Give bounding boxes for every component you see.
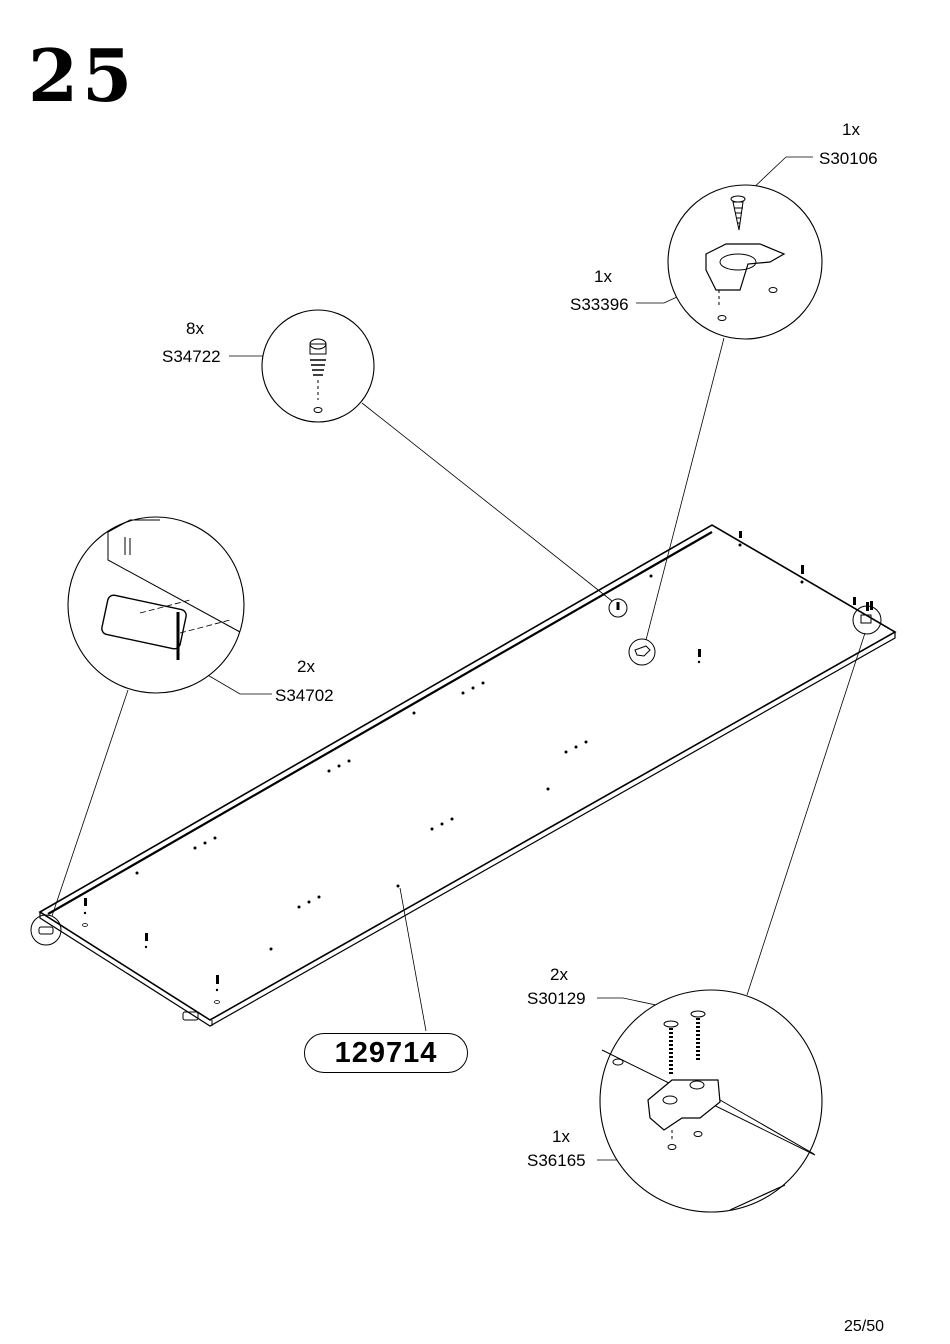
edge-cap-detail <box>101 519 241 660</box>
step-number: 25 <box>28 33 137 118</box>
connector-block-detail <box>601 1010 816 1211</box>
leader-lines <box>51 156 866 1161</box>
callout-qty-s33396: 1x <box>594 267 612 286</box>
part-number-badge: 129714 <box>304 1033 468 1073</box>
page-indicator: 25/50 <box>843 1318 884 1335</box>
panel-holes <box>135 543 804 951</box>
callout-qty-s34702: 2x <box>297 657 315 676</box>
callout-code-s30106: S30106 <box>819 149 878 168</box>
callout-code-s34702: S34702 <box>275 686 334 705</box>
bracket-detail <box>705 195 786 321</box>
callout-qty-s34722: 8x <box>186 319 204 338</box>
callout-code-s36165: S36165 <box>527 1151 586 1170</box>
callout-code-s33396: S33396 <box>570 295 629 314</box>
callout-qty-s30129: 2x <box>550 965 568 984</box>
callout-qty-s36165: 1x <box>552 1127 570 1146</box>
cam-bolt-detail <box>309 338 327 413</box>
callout-code-s34722: S34722 <box>162 347 221 366</box>
callout-code-s30129: S30129 <box>527 989 586 1008</box>
callout-qty-s30106: 1x <box>842 120 860 139</box>
panel-cam-screws <box>83 531 856 992</box>
